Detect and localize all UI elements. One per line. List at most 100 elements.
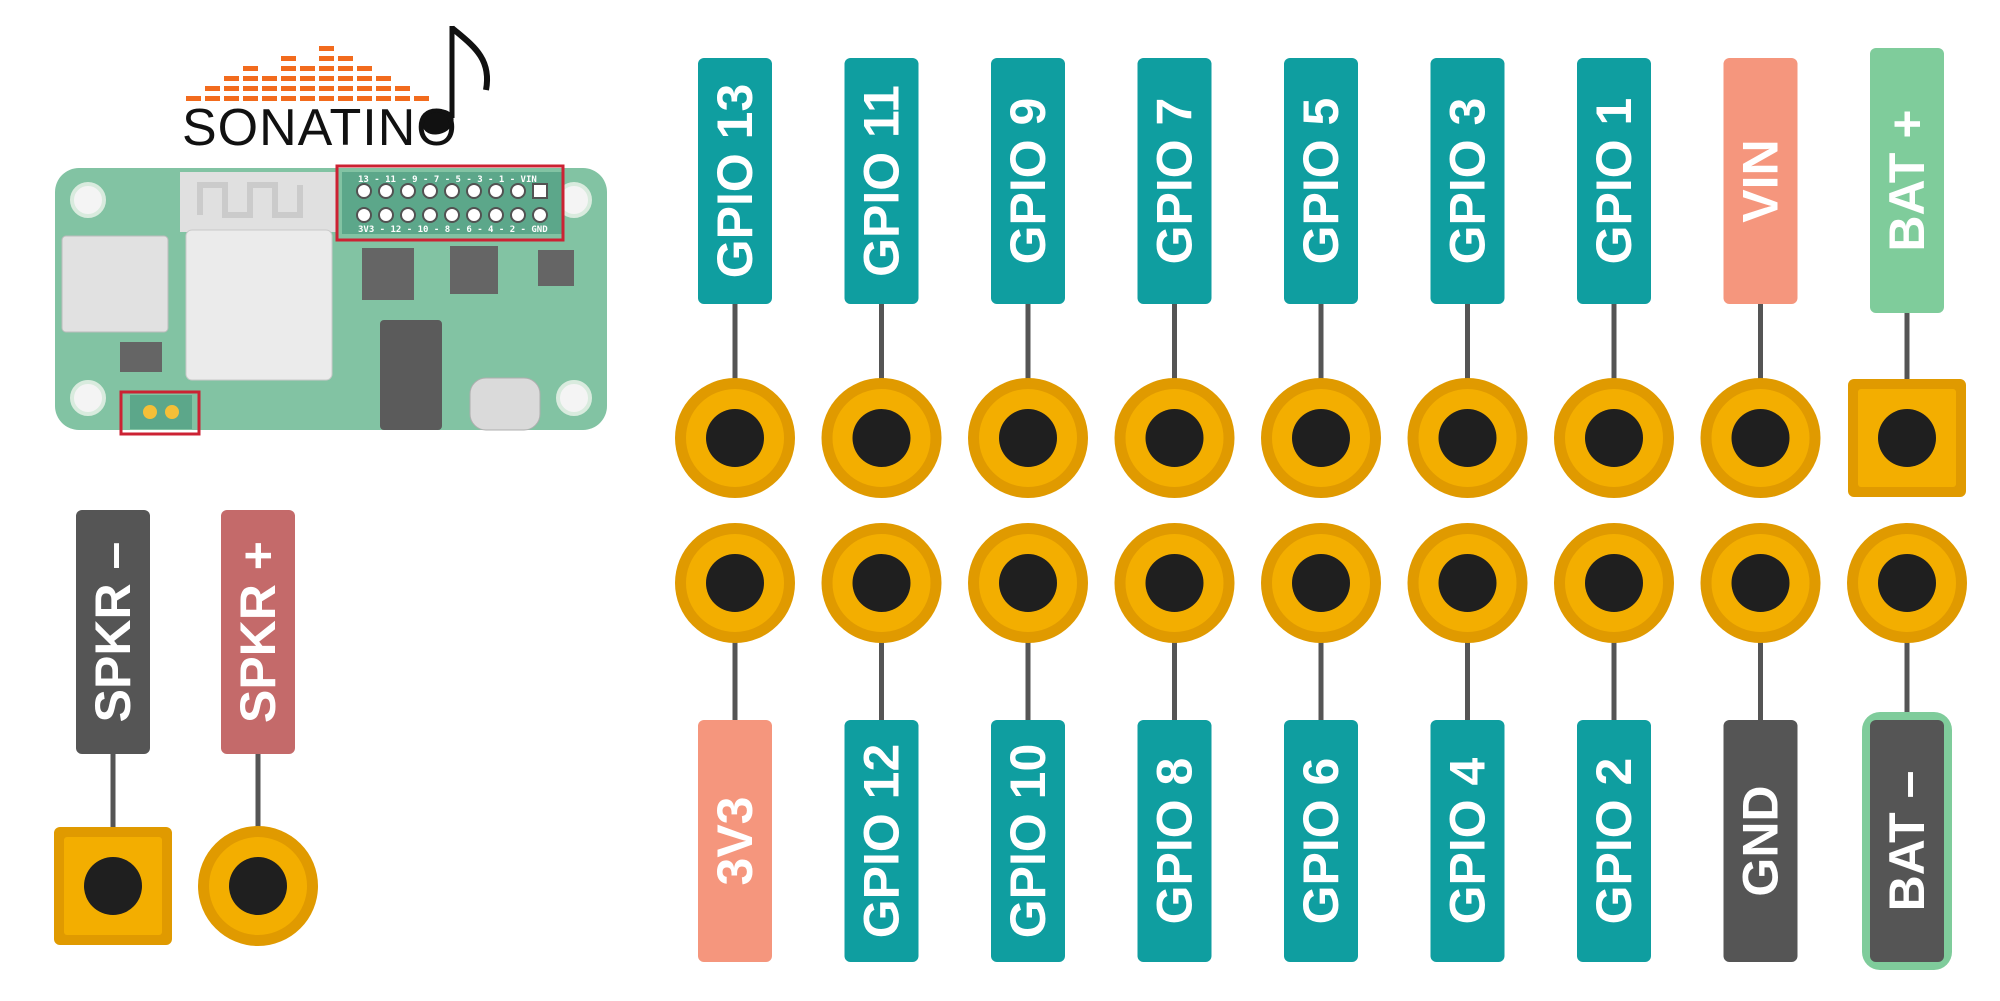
header-hole-icon xyxy=(378,207,394,223)
sonatino-logo: SONATINO xyxy=(182,25,491,157)
pin-label-box xyxy=(991,58,1065,304)
speaker-pad-footprint xyxy=(130,395,192,429)
pad-hole xyxy=(1585,554,1643,612)
pad-hole xyxy=(1292,409,1350,467)
header-hole-icon xyxy=(488,183,504,199)
header-hole-icon xyxy=(400,183,416,199)
antenna-area xyxy=(180,172,336,232)
pad-spkr xyxy=(198,826,318,946)
header-hole-icon xyxy=(378,183,394,199)
pad-hole xyxy=(1731,554,1790,612)
pin-label-text: GPIO 6 xyxy=(1293,758,1349,925)
eq-segment xyxy=(376,86,391,91)
header-hole-icon xyxy=(356,183,372,199)
pin-label-text: GPIO 8 xyxy=(1147,758,1203,925)
pin-label-box xyxy=(1137,720,1212,962)
pin-bat: BAT – xyxy=(1847,523,1967,970)
pin-label-bat: BAT + xyxy=(1870,48,1944,313)
pad-hole xyxy=(1585,409,1643,467)
pad-hole xyxy=(706,554,764,612)
pin-label-text: SPKR – xyxy=(85,542,141,723)
pin-gpio-9: GPIO 9 xyxy=(968,58,1088,498)
pin-label-gpio-12: GPIO 12 xyxy=(844,720,919,962)
pin-label-gpio-9: GPIO 9 xyxy=(991,58,1065,304)
pin-label-gpio-10: GPIO 10 xyxy=(991,720,1065,962)
pin-label-text: GPIO 3 xyxy=(1440,98,1496,265)
eq-segment xyxy=(205,96,220,101)
pin-label-text: GPIO 13 xyxy=(707,84,763,279)
pad-gnd xyxy=(1700,523,1821,643)
sd-card-slot xyxy=(61,235,169,333)
pin-label-spkr: SPKR – xyxy=(76,510,150,754)
pad-bat xyxy=(1848,379,1966,497)
pin-label-box xyxy=(698,58,772,304)
header-hole-icon xyxy=(422,183,438,199)
pin-3v3: 3V3 xyxy=(675,523,795,962)
pin-gpio-13: GPIO 13 xyxy=(675,58,795,498)
pad-gpio-11 xyxy=(821,378,942,498)
gpio-header-footprint xyxy=(342,172,564,234)
pad-hole xyxy=(999,554,1057,612)
pad-hole xyxy=(1292,554,1350,612)
pin-gpio-10: GPIO 10 xyxy=(968,523,1088,962)
eq-segment xyxy=(319,46,334,51)
pin-bat: BAT + xyxy=(1848,48,1966,497)
pin-label-box xyxy=(991,720,1065,962)
eq-segment xyxy=(338,66,353,71)
eq-segment xyxy=(186,96,201,101)
header-hole-icon xyxy=(532,207,548,223)
mount-hole-icon xyxy=(70,380,106,416)
pin-spkr: SPKR + xyxy=(198,510,318,946)
eq-segment xyxy=(357,86,372,91)
pad-hole xyxy=(1878,409,1936,467)
pad-hole xyxy=(1145,409,1204,467)
pad-hole xyxy=(1438,554,1497,612)
header-hole-icon xyxy=(466,207,482,223)
eq-segment xyxy=(281,66,296,71)
pad-gpio-5 xyxy=(1261,378,1381,498)
eq-segment xyxy=(395,86,410,91)
header-silkscreen-top: 13 - 11 - 9 - 7 - 5 - 3 - 1 - VIN xyxy=(358,175,537,185)
header-hole-icon xyxy=(444,207,460,223)
music-note-flag xyxy=(450,25,491,91)
pin-label-gpio-4: GPIO 4 xyxy=(1430,720,1505,962)
pin-gpio-2: GPIO 2 xyxy=(1554,523,1674,962)
eq-segment xyxy=(300,96,315,101)
pad-hole xyxy=(1145,554,1204,612)
speaker-pad-icon xyxy=(143,405,157,419)
pin-vin: VIN xyxy=(1700,58,1821,498)
pin-label-box xyxy=(1430,58,1505,304)
eq-segment xyxy=(319,76,334,81)
eq-segment xyxy=(281,76,296,81)
pin-label-box xyxy=(1430,720,1505,962)
pin-label-text: BAT + xyxy=(1879,109,1935,251)
eq-segment xyxy=(281,56,296,61)
pad-hole xyxy=(852,409,911,467)
pin-label-text: VIN xyxy=(1733,139,1789,222)
ic-chip xyxy=(450,246,498,294)
header-hole-icon xyxy=(532,183,548,199)
eq-segment xyxy=(376,96,391,101)
pad-gpio-1 xyxy=(1554,378,1674,498)
pin-label-box xyxy=(1137,58,1212,304)
pad-bat xyxy=(1847,523,1967,643)
eq-segment xyxy=(319,96,334,101)
pin-label-text: GPIO 5 xyxy=(1293,98,1349,265)
eq-segment xyxy=(300,66,315,71)
pin-label-gpio-1: GPIO 1 xyxy=(1577,58,1651,304)
pin-label-gnd: GND xyxy=(1723,720,1798,962)
pad-gpio-2 xyxy=(1554,523,1674,643)
header-hole-icon xyxy=(400,207,416,223)
pin-label-bat: BAT – xyxy=(1862,712,1952,970)
pad-gpio-6 xyxy=(1261,523,1381,643)
eq-segment xyxy=(357,66,372,71)
pin-gpio-11: GPIO 11 xyxy=(821,58,942,498)
pin-label-gpio-3: GPIO 3 xyxy=(1430,58,1505,304)
eq-segment xyxy=(243,66,258,71)
pin-label-text: GPIO 2 xyxy=(1586,758,1642,925)
speaker-pinout: SPKR – SPKR + xyxy=(54,510,318,946)
eq-segment xyxy=(224,76,239,81)
pin-label-text: SPKR + xyxy=(230,541,286,723)
pin-label-text: GPIO 11 xyxy=(854,85,910,277)
